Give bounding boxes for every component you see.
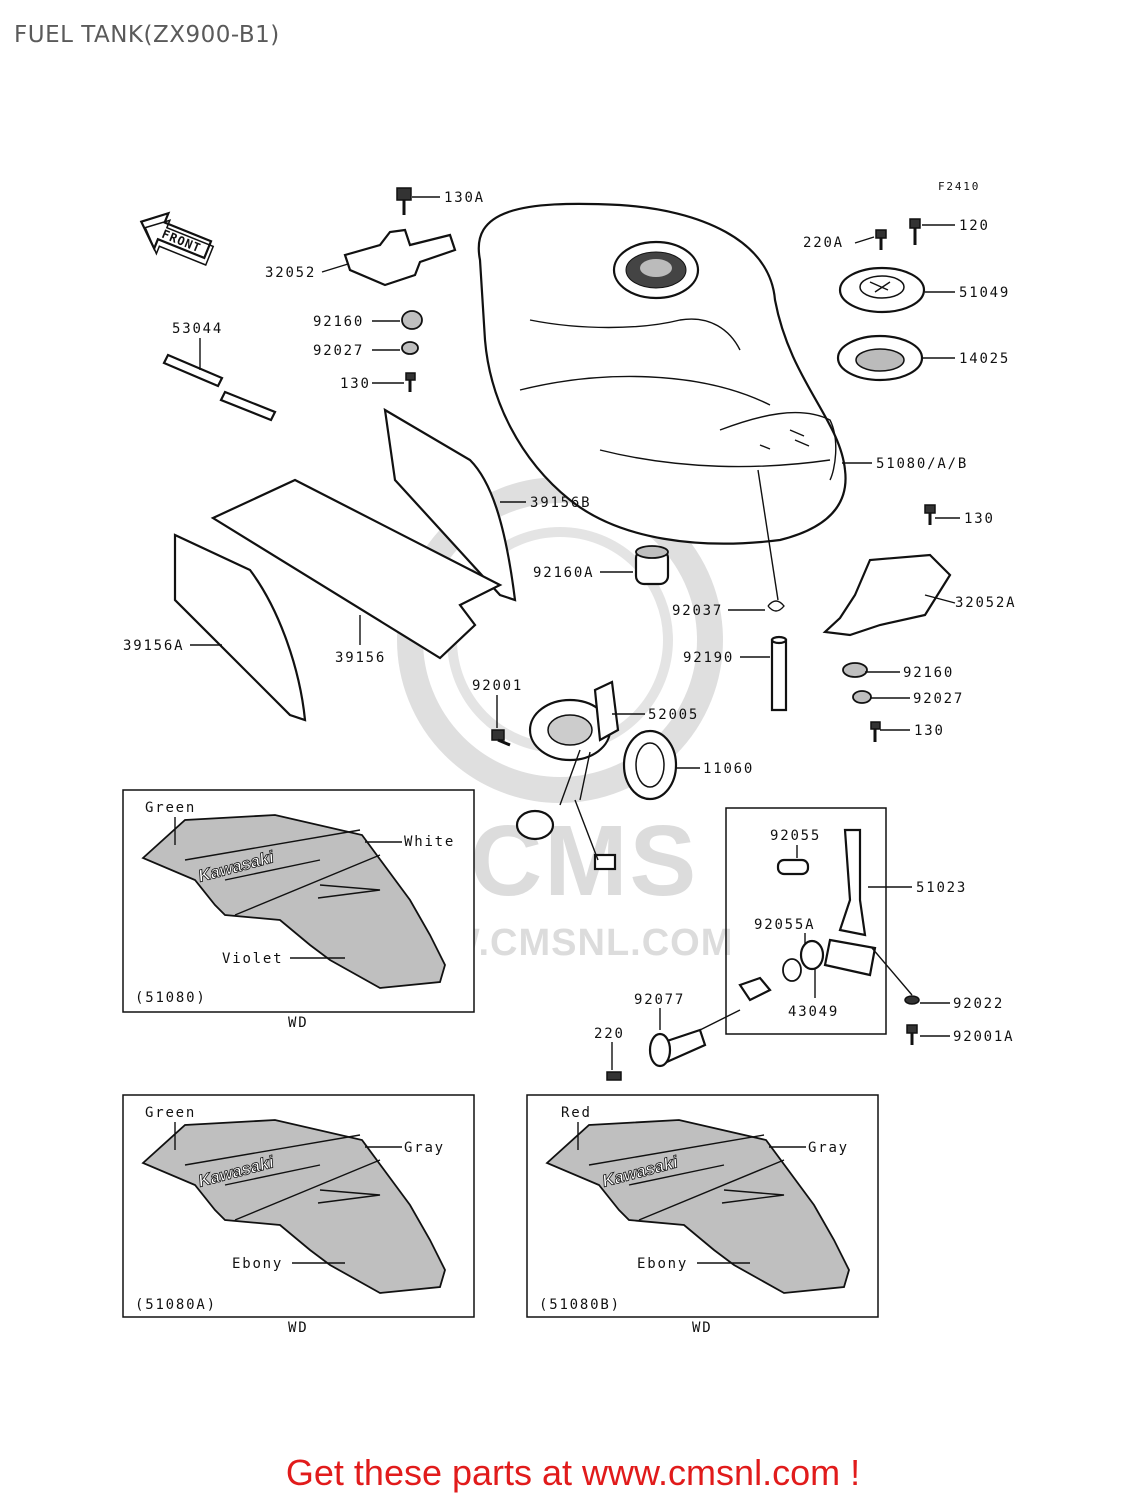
callout-92160: 92160: [313, 314, 364, 330]
decal-top-color: Green: [145, 800, 196, 816]
fuel-level-sender: [491, 680, 678, 871]
figure-code: F2410: [938, 180, 980, 193]
decal-footer: WD: [692, 1320, 712, 1336]
callout-51023: 51023: [916, 880, 967, 896]
callout-120: 120: [959, 218, 990, 234]
callout-14025: 14025: [959, 351, 1010, 367]
callout-130-r1: 130: [964, 511, 995, 527]
front-bracket: [343, 187, 457, 392]
decal-footer: WD: [288, 1320, 308, 1336]
callout-53044: 53044: [172, 321, 223, 337]
callout-92160A: 92160A: [533, 565, 594, 581]
decal-bottom-color: Ebony: [637, 1256, 688, 1272]
callout-92022: 92022: [953, 996, 1004, 1012]
callout-220A: 220A: [803, 235, 844, 251]
watermark-brand: CMS: [470, 805, 698, 917]
callout-51080AB: 51080/A/B: [876, 456, 968, 472]
callout-92001A: 92001A: [953, 1029, 1014, 1045]
callout-92001: 92001: [472, 678, 523, 694]
decal-part-ref: (51080): [135, 990, 207, 1006]
decal-part-ref: (51080B): [539, 1297, 621, 1313]
callout-39156A: 39156A: [123, 638, 184, 654]
fuel-cap: [838, 266, 926, 314]
callout-32052A: 32052A: [955, 595, 1016, 611]
callout-92190: 92190: [683, 650, 734, 666]
decal-mid-color: Gray: [404, 1140, 445, 1156]
callout-92027: 92027: [313, 343, 364, 359]
decal-panel-51080A: Kawasaki Green Gray Ebony (51080A) WD: [122, 1094, 475, 1336]
callout-92055: 92055: [770, 828, 821, 844]
callout-39156B: 39156B: [530, 495, 591, 511]
decal-panel-51080B: Kawasaki Red Gray Ebony (51080B) WD: [526, 1094, 879, 1336]
trim-strips: [162, 353, 277, 422]
callout-39156: 39156: [335, 650, 386, 666]
callout-92055A: 92055A: [754, 917, 815, 933]
filler-gasket: [836, 334, 924, 382]
callout-92037: 92037: [672, 603, 723, 619]
drain-hose: [767, 600, 788, 712]
fuel-tank: [477, 202, 847, 545]
callout-32052: 32052: [265, 265, 316, 281]
front-arrow: FRONT: [139, 211, 215, 266]
insulator-pads: [173, 407, 517, 722]
decal-mid-color: Gray: [808, 1140, 849, 1156]
rear-bracket: [822, 504, 952, 742]
callout-220: 220: [594, 1026, 625, 1042]
callout-51049: 51049: [959, 285, 1010, 301]
fuel-tap-box: [606, 807, 920, 1081]
leader-lines: [190, 196, 960, 1070]
decal-panel-51080: Kawasaki Green White Violet (51080) WD: [122, 789, 475, 1031]
decal-part-ref: (51080A): [135, 1297, 217, 1313]
callout-130-left: 130: [340, 376, 371, 392]
callout-92077: 92077: [634, 992, 685, 1008]
callout-130A: 130A: [444, 190, 485, 206]
callout-130-r2: 130: [914, 723, 945, 739]
callout-52005: 52005: [648, 707, 699, 723]
callout-11060: 11060: [703, 761, 754, 777]
page-title: FUEL TANK(ZX900-B1): [14, 22, 280, 48]
callout-labels: 130A 32052 92160 92027 130 53044 39156B …: [123, 190, 1016, 1045]
damper: [634, 545, 670, 586]
footer-link[interactable]: Get these parts at www.cmsnl.com !: [285, 1452, 861, 1493]
decal-bottom-color: Ebony: [232, 1256, 283, 1272]
decal-top-color: Red: [561, 1105, 592, 1121]
decal-mid-color: White: [404, 834, 455, 850]
cap-screws: [875, 218, 921, 250]
callout-92027-r: 92027: [913, 691, 964, 707]
callout-43049: 43049: [788, 1004, 839, 1020]
decal-top-color: Green: [145, 1105, 196, 1121]
decal-footer: WD: [288, 1015, 308, 1031]
callout-92160-r: 92160: [903, 665, 954, 681]
decal-bottom-color: Violet: [222, 951, 283, 967]
